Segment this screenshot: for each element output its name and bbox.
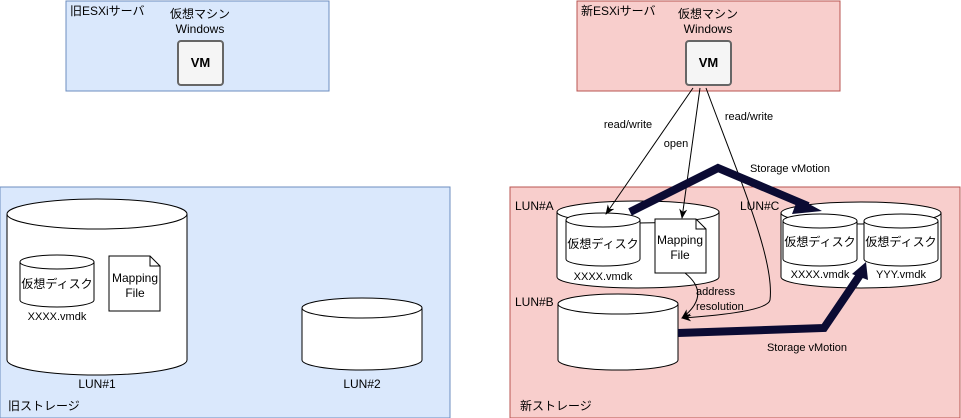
old-mapping-line2: File xyxy=(125,286,145,300)
address-label-1: address xyxy=(696,286,736,298)
thin-connectors xyxy=(605,87,771,322)
svmotion-bottom-arrowhead xyxy=(852,262,868,280)
new-vm-caption-1: 仮想マシン xyxy=(678,6,738,21)
lun1-cylinder xyxy=(6,198,188,376)
read-write-right-arrow xyxy=(681,87,771,322)
lunc-virtual-disk-1: 仮想ディスク xyxy=(782,213,858,267)
lunc-disk1-file: XXXX.vmdk xyxy=(791,269,850,281)
luna-mapping-line1: Mapping xyxy=(657,233,703,247)
read-write-left-arrow xyxy=(605,87,694,215)
new-vm-caption-2: Windows xyxy=(684,22,733,36)
old-esxi-server: 旧ESXiサーバ 仮想マシン Windows VM xyxy=(65,0,330,92)
svmotion-bottom-label: Storage vMotion xyxy=(767,342,847,354)
new-storage: 新ストレージ LUN#A 仮想ディスク XXXX.vmdk Mapping Fi… xyxy=(509,186,961,418)
luna-mapping-line2: File xyxy=(670,248,690,262)
old-vm-box: VM xyxy=(177,40,224,86)
svmotion-bottom-arrow xyxy=(677,269,866,337)
lunb-cylinder xyxy=(557,293,679,371)
luna-disk-label: 仮想ディスク xyxy=(567,236,638,251)
read-write-right-label: read/write xyxy=(725,111,773,123)
address-label-2: resolution xyxy=(696,301,744,313)
svmotion-top-arrow xyxy=(628,163,810,216)
old-server-title: 旧ESXiサーバ xyxy=(70,4,145,18)
old-vm-caption-1: 仮想マシン xyxy=(170,6,230,21)
luna-label: LUN#A xyxy=(515,199,554,213)
old-mapping-file: Mapping File xyxy=(108,255,161,312)
old-vm-caption-2: Windows xyxy=(176,22,225,36)
edge-labels: read/write open read/write address resol… xyxy=(604,111,847,354)
open-arrow xyxy=(679,87,701,219)
storage-vmotion-arrows xyxy=(628,163,868,337)
lunb-label: LUN#B xyxy=(515,295,554,309)
open-label: open xyxy=(664,138,688,150)
lun1-label: LUN#1 xyxy=(78,377,116,391)
svmotion-top-label: Storage vMotion xyxy=(750,163,830,175)
lun2-label: LUN#2 xyxy=(343,377,381,391)
new-esxi-server: 新ESXiサーバ 仮想マシン Windows VM xyxy=(576,0,841,92)
lunc-disk2-file: YYY.vmdk xyxy=(876,269,926,281)
new-vm-label: VM xyxy=(699,55,719,70)
luna-mapping-file: Mapping File xyxy=(654,218,707,274)
new-server-title: 新ESXiサーバ xyxy=(581,3,656,18)
lunc-disk2-label: 仮想ディスク xyxy=(865,234,936,249)
old-mapping-line1: Mapping xyxy=(112,271,158,285)
old-storage: 旧ストレージ LUN#1 仮想ディスク XXXX.vmdk Mapping Fi… xyxy=(0,186,451,418)
lunc-disk1-label: 仮想ディスク xyxy=(784,234,855,249)
old-disk-label: 仮想ディスク xyxy=(21,276,92,291)
lunc-virtual-disk-2: 仮想ディスク xyxy=(863,213,939,267)
old-vm-label: VM xyxy=(191,55,211,70)
luna-disk-file: XXXX.vmdk xyxy=(574,271,633,283)
new-vm-box: VM xyxy=(685,40,732,86)
lun2-cylinder xyxy=(301,297,423,371)
address-resolution-arrow xyxy=(681,272,699,319)
lunc-label: LUN#C xyxy=(740,199,780,213)
old-virtual-disk: 仮想ディスク xyxy=(19,254,95,308)
read-write-left-label: read/write xyxy=(604,119,652,131)
old-disk-file: XXXX.vmdk xyxy=(28,311,87,323)
old-storage-title: 旧ストレージ xyxy=(8,399,80,413)
new-storage-title: 新ストレージ xyxy=(520,398,592,413)
luna-virtual-disk: 仮想ディスク xyxy=(565,212,641,267)
svmotion-top-arrowhead xyxy=(792,198,822,214)
